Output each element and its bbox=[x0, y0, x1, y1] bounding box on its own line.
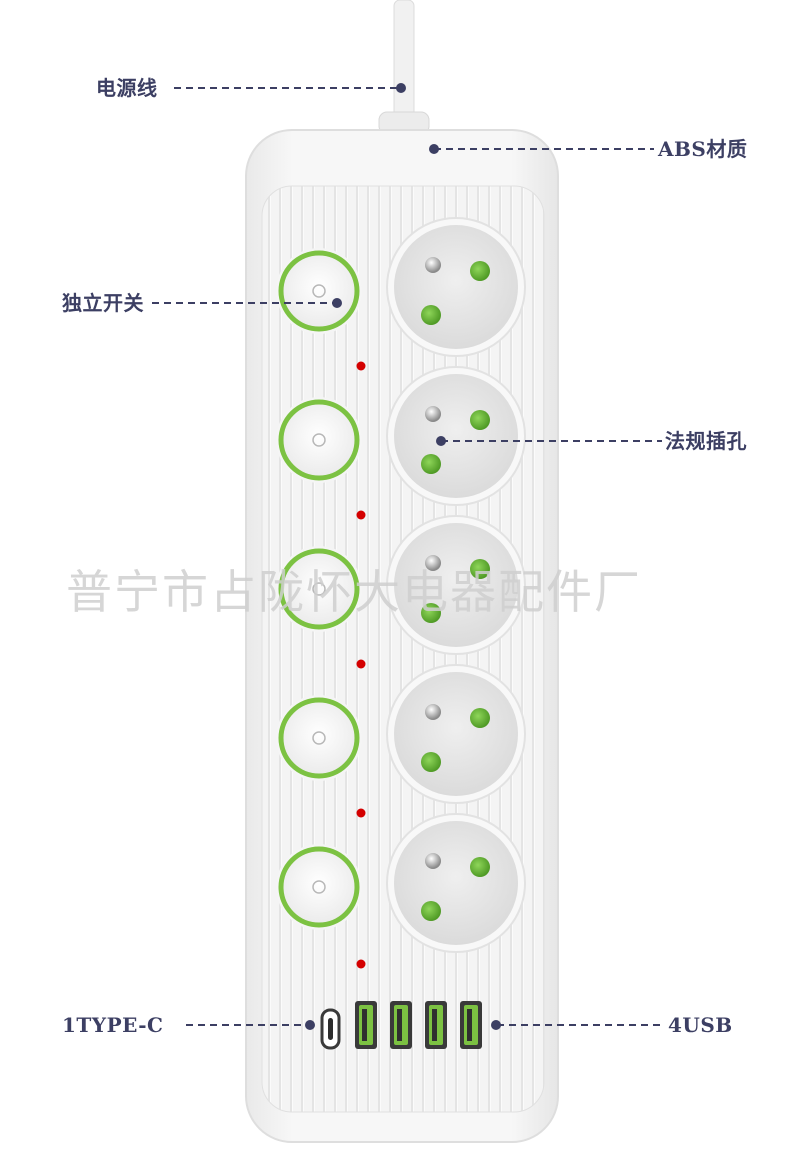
socket-hole bbox=[421, 901, 441, 921]
socket-hole bbox=[470, 559, 490, 579]
leader-dots bbox=[305, 83, 501, 1030]
leader-dot bbox=[396, 83, 406, 93]
watermark: 普宁市占陇怀大电器配件厂 bbox=[66, 565, 642, 619]
label-typec: 1TYPE-C bbox=[62, 1013, 164, 1037]
earth-pin bbox=[425, 555, 441, 571]
socket-hole bbox=[421, 454, 441, 474]
leader-lines bbox=[152, 87, 664, 1026]
switch-button bbox=[276, 546, 362, 632]
french-socket bbox=[386, 813, 526, 953]
power-icon bbox=[312, 582, 326, 596]
indicator-lights bbox=[356, 361, 366, 969]
french-socket bbox=[386, 366, 526, 506]
leader-dot bbox=[305, 1020, 315, 1030]
leader-dot bbox=[429, 144, 439, 154]
indicator-light bbox=[356, 510, 366, 520]
earth-pin bbox=[425, 406, 441, 422]
usb-a-port bbox=[425, 1001, 447, 1049]
earth-pin bbox=[425, 704, 441, 720]
label-switch: 独立开关 bbox=[62, 291, 144, 315]
socket-hole bbox=[470, 857, 490, 877]
socket-hole bbox=[421, 603, 441, 623]
switch-group bbox=[276, 248, 362, 930]
leader-dot bbox=[332, 298, 342, 308]
switch-button bbox=[276, 844, 362, 930]
leader-dot bbox=[491, 1020, 501, 1030]
label-material: ABS材质 bbox=[658, 137, 748, 161]
usb-a-port bbox=[390, 1001, 412, 1049]
usb-a-port bbox=[355, 1001, 377, 1049]
power-icon bbox=[312, 731, 326, 745]
indicator-light bbox=[356, 808, 366, 818]
switch-button bbox=[276, 695, 362, 781]
indicator-light bbox=[356, 959, 366, 969]
label-power-cord: 电源线 bbox=[96, 76, 158, 100]
socket-hole bbox=[421, 305, 441, 325]
socket-hole bbox=[470, 261, 490, 281]
usb-a-port bbox=[460, 1001, 482, 1049]
power-icon bbox=[312, 880, 326, 894]
leader-dot bbox=[436, 436, 446, 446]
socket-group bbox=[386, 217, 526, 953]
switch-button bbox=[276, 397, 362, 483]
french-socket bbox=[386, 515, 526, 655]
earth-pin bbox=[425, 257, 441, 273]
power-icon bbox=[312, 284, 326, 298]
power-icon bbox=[312, 433, 326, 447]
power-cord bbox=[393, 0, 415, 129]
french-socket bbox=[386, 664, 526, 804]
socket-hole bbox=[470, 410, 490, 430]
french-socket bbox=[386, 217, 526, 357]
switch-button bbox=[276, 248, 362, 334]
indicator-light bbox=[356, 361, 366, 371]
usb-ports bbox=[320, 1001, 482, 1050]
socket-hole bbox=[470, 708, 490, 728]
label-usb: 4USB bbox=[668, 1013, 733, 1037]
earth-pin bbox=[425, 853, 441, 869]
indicator-light bbox=[356, 659, 366, 669]
socket-hole bbox=[421, 752, 441, 772]
label-socket: 法规插孔 bbox=[665, 429, 747, 453]
